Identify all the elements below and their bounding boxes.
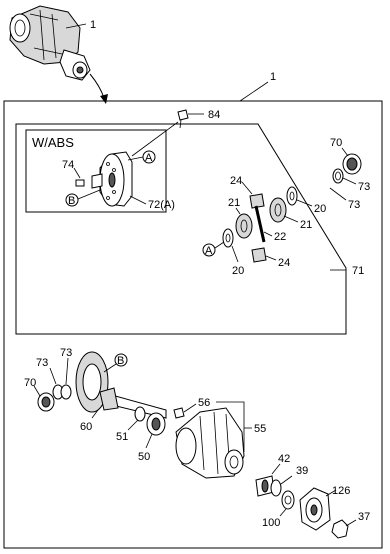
label-1-main: 1 [270,71,276,83]
label-50: 50 [138,451,150,463]
label-84: 84 [208,109,220,121]
bolt-84 [177,109,189,129]
leader-line [183,403,197,413]
w-abs-box [25,129,167,213]
label-60: 60 [80,421,92,433]
main-assembly-box [3,100,383,549]
bearing-70-top [342,153,362,175]
label-73-b: 73 [348,199,360,211]
marker-a-case: A [205,245,213,257]
leader-line [271,463,281,475]
leader-line [283,215,299,223]
label-73-l2: 73 [60,347,72,359]
pinion-gear-24-bottom [251,247,267,263]
leader-line [341,147,349,157]
label-70-top: 70 [330,137,342,149]
label-56: 56 [198,397,210,409]
leader-line [329,187,347,201]
pinion-gear-24-top [249,193,265,209]
washer-20-bottom [222,228,234,248]
label-21-right: 21 [300,219,312,231]
nut-37 [331,519,349,539]
marker-b-box: B [68,195,75,207]
leader-line [131,121,179,157]
pinion-shaft-22 [254,205,266,243]
leader-line [91,409,99,419]
label-70-left: 70 [24,377,36,389]
label-74: 74 [62,159,74,171]
label-39: 39 [296,465,308,477]
companion-flange-126 [299,487,331,531]
leader-line [296,199,313,207]
label-24-bottom: 24 [278,257,290,269]
bolt-56 [173,407,185,419]
leader-line [65,23,87,29]
leader-line [342,177,357,185]
marker-b-gear: B [117,355,124,367]
leader-line [214,241,225,249]
label-42: 42 [278,453,290,465]
leader-line [129,195,147,205]
label-100: 100 [262,517,280,529]
leader-line [279,508,287,517]
label-24-top: 24 [230,175,242,187]
differential-assembly-illustration [9,5,108,104]
label-20-bottom: 20 [232,265,244,277]
leader-line [241,181,253,195]
leader-line [145,433,153,449]
label-21-left: 21 [228,197,240,209]
label-73-a: 73 [358,181,370,193]
washer-100 [281,490,295,510]
label-55: 55 [254,423,266,435]
leader-line [345,519,357,527]
label-72a: 72(A) [148,199,175,211]
spacer-51 [134,406,146,422]
ring-gear-pinion-60 [75,351,167,419]
marker-b-circle [65,193,79,207]
bearing-42 [255,475,275,497]
shim-73-a [332,168,344,184]
case-subassembly-box [15,123,347,335]
leader-line [65,357,69,385]
label-20-top: 20 [314,203,326,215]
label-73-l1: 73 [36,357,48,369]
leader-line [103,363,117,373]
leader-line [263,231,273,237]
leader-line [127,156,144,161]
side-gear-21-left [235,213,253,239]
leader-line [127,419,139,431]
leader-line [265,255,277,261]
leader-line [231,245,239,263]
leader-line [325,489,337,497]
leader-line [280,475,293,485]
marker-a-box: A [145,152,153,164]
side-gear-21-right [269,197,287,223]
carrier-housing-55 [175,407,245,479]
leader-line [73,167,81,179]
label-71: 71 [352,265,364,277]
bearing-70-left [37,392,55,412]
leader-line [239,81,269,102]
label-22: 22 [274,231,286,243]
label-126: 126 [332,485,350,497]
leader-line [49,367,57,385]
shim-73-left-b [60,384,72,400]
marker-a-case-circle [202,243,216,257]
washer-20-top [286,186,298,206]
label-1-top: 1 [90,19,96,31]
bearing-50 [146,412,166,436]
oil-seal-39 [270,479,282,497]
bracket-55 [216,401,245,452]
label-51: 51 [116,431,128,443]
leader-line [235,207,241,215]
pin-74 [75,179,85,187]
leader-line [33,385,41,397]
w-abs-title: W/ABS [32,135,74,150]
leader-line [77,189,101,200]
abs-differential-case [91,151,133,207]
marker-b-gear-circle [114,353,128,367]
label-37: 37 [358,511,370,523]
